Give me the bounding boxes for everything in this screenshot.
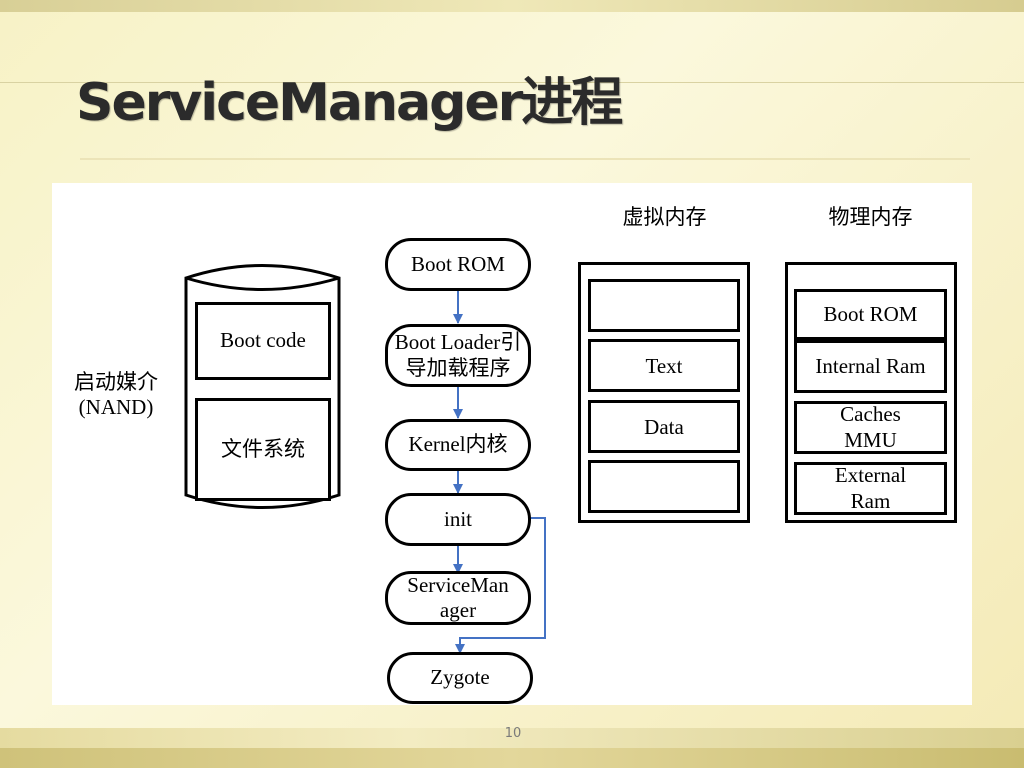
virtual-memory-segment-text: Text (588, 339, 740, 392)
boot-code-box: Boot code (195, 302, 331, 380)
storage-label: 启动媒介 (NAND) (74, 370, 158, 420)
top-decor-band (0, 0, 1024, 12)
title-underline (80, 158, 970, 160)
physical-memory-caches-mmu: Caches MMU (794, 401, 947, 454)
bottom-decor-stripe (0, 748, 1024, 768)
zygote-node: Zygote (387, 652, 533, 704)
physical-memory-boot-rom: Boot ROM (794, 289, 947, 340)
physical-memory-heading: 物理内存 (828, 205, 913, 229)
virtual-memory-segment-data: Data (588, 400, 740, 453)
file-system-box: 文件系统 (195, 398, 331, 501)
virtual-memory-segment (588, 279, 740, 332)
diagram-panel: 启动媒介 (NAND) Boot code 文件系统 Boot ROM Boot… (52, 183, 972, 705)
physical-memory-external-ram: External Ram (794, 462, 947, 515)
arrow-init-zygote (455, 517, 546, 654)
boot-loader-node: Boot Loader引 导加载程序 (385, 324, 531, 387)
init-node: init (385, 493, 531, 546)
virtual-memory-heading: 虚拟内存 (622, 205, 707, 229)
physical-memory-internal-ram: Internal Ram (794, 340, 947, 393)
slide-title: ServiceManager进程 (76, 73, 623, 133)
virtual-memory-segment (588, 460, 740, 513)
service-manager-node: ServiceMan ager (385, 571, 531, 625)
page-number: 10 (504, 726, 522, 741)
boot-rom-node: Boot ROM (385, 238, 531, 291)
header-decor-line (0, 60, 1024, 83)
kernel-node: Kernel内核 (385, 419, 531, 471)
